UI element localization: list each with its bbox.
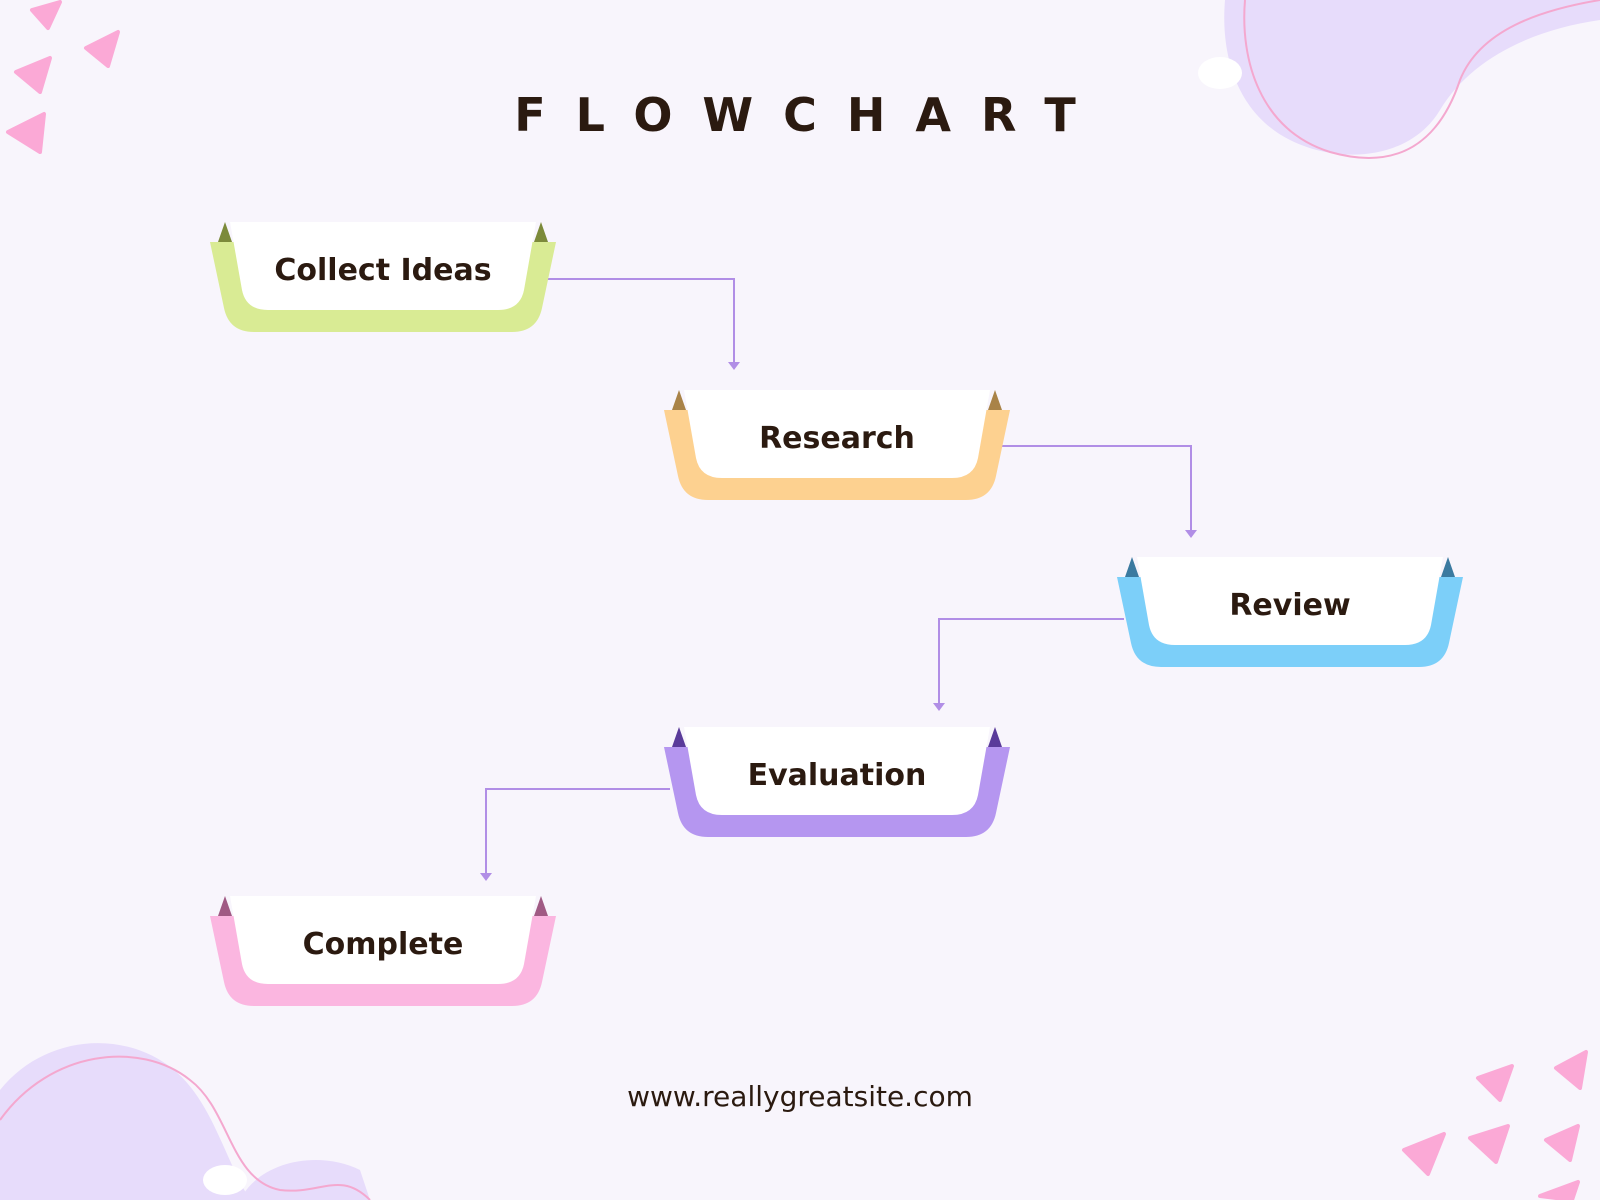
step-card-face	[684, 390, 990, 478]
triangle-decoration	[84, 30, 120, 68]
arrowhead-icon	[728, 362, 740, 370]
triangle-decoration	[1544, 1124, 1580, 1162]
step-label: Review	[1229, 587, 1351, 623]
step-card-tab-left	[218, 896, 232, 916]
triangle-decoration	[1538, 1180, 1580, 1200]
triangle-decorations	[6, 0, 1588, 1200]
step-card-face	[1137, 557, 1443, 645]
step-label: Collect Ideas	[274, 252, 492, 288]
website-url: www.reallygreatsite.com	[627, 1080, 973, 1113]
connector-arrows	[480, 278, 1197, 881]
arrowhead-icon	[480, 873, 492, 881]
step-card-face	[684, 727, 990, 815]
connector-research-to-review	[1000, 445, 1192, 530]
step-card-tab-left	[672, 390, 686, 410]
step-card-tab-right	[534, 222, 548, 242]
connector-review-to-evaluation	[938, 618, 1124, 703]
arrowhead-icon	[1185, 530, 1197, 538]
step-card-face	[230, 222, 536, 310]
bottom-left-blob-decoration	[0, 1043, 371, 1200]
step-research: Research	[664, 390, 1010, 502]
step-card-tab-left	[218, 222, 232, 242]
step-card-tab-right	[534, 896, 548, 916]
triangle-decoration	[1468, 1124, 1510, 1164]
top-right-blob-decoration	[1198, 0, 1600, 159]
step-card-shape	[664, 390, 1010, 500]
arrowhead-icon	[933, 703, 945, 711]
step-card-face	[230, 896, 536, 984]
connector-evaluation-to-complete	[485, 788, 670, 873]
step-card-tab-left	[672, 727, 686, 747]
connector-collect-to-research	[545, 278, 735, 362]
step-card-tab-right	[988, 727, 1002, 747]
step-card-shape	[664, 727, 1010, 837]
triangle-decoration	[6, 112, 46, 154]
triangle-decoration	[1402, 1132, 1446, 1176]
page-title: FLOWCHART	[514, 88, 1106, 142]
step-collect-ideas: Collect Ideas	[210, 222, 556, 334]
step-card-shape	[210, 222, 556, 332]
step-card-shape	[210, 896, 556, 1006]
step-card-tab-left	[1125, 557, 1139, 577]
step-complete: Complete	[210, 896, 556, 1008]
triangle-decoration	[14, 56, 52, 94]
step-evaluation: Evaluation	[664, 727, 1010, 839]
step-review: Review	[1117, 557, 1463, 669]
step-label: Complete	[302, 926, 464, 962]
triangle-decoration	[30, 0, 62, 30]
step-label: Evaluation	[747, 757, 927, 793]
step-label: Research	[759, 420, 915, 456]
step-card-shape	[1117, 557, 1463, 667]
triangle-decoration	[1554, 1050, 1588, 1090]
step-card-tab-right	[988, 390, 1002, 410]
triangle-decoration	[1476, 1064, 1514, 1102]
step-card-tab-right	[1441, 557, 1455, 577]
